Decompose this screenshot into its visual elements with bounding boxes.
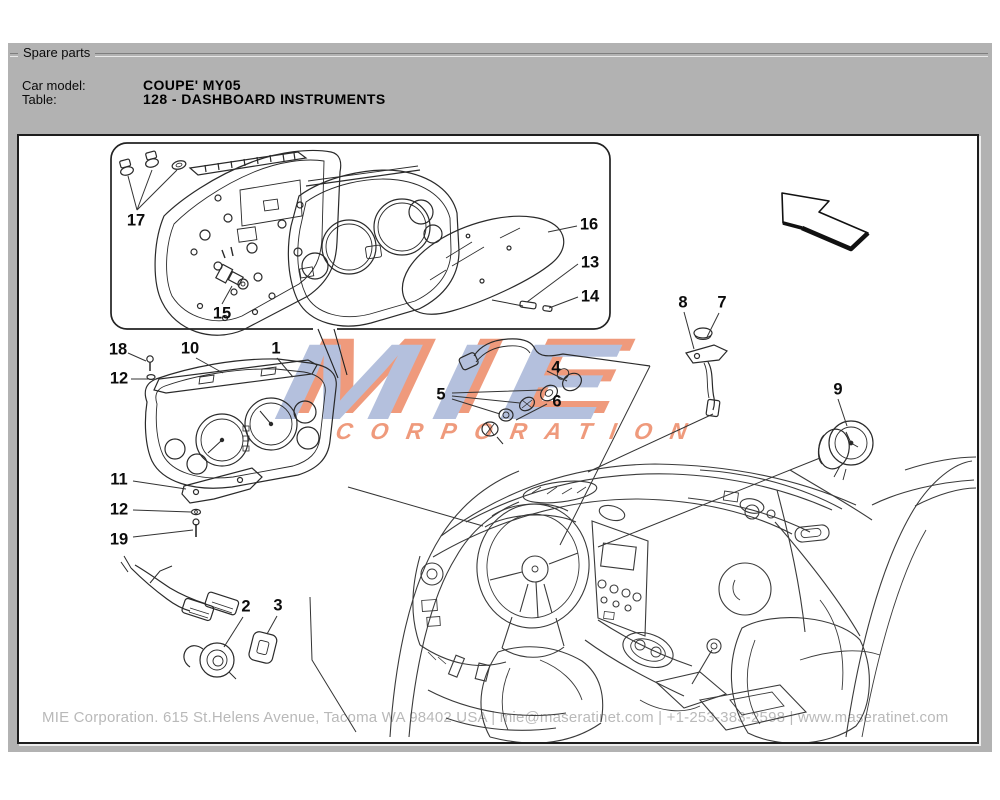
- part-number-2: 2: [241, 597, 251, 616]
- part-number-17: 17: [126, 211, 146, 230]
- footer-contact-text: MIE Corporation. 615 St.Helens Avenue, T…: [42, 709, 949, 726]
- part-number-10: 10: [180, 339, 200, 358]
- car-interior-drawing: [389, 456, 977, 742]
- part-number-13: 13: [580, 253, 600, 272]
- part-number-15: 15: [212, 304, 232, 323]
- exploded-parts-drawing: [110, 142, 977, 742]
- part-number-9: 9: [833, 380, 843, 399]
- leader-lines: [127, 169, 848, 733]
- part-number-3: 3: [273, 596, 283, 615]
- inset-box: [110, 142, 611, 379]
- part-number-6: 6: [552, 392, 562, 411]
- part-number-7: 7: [717, 293, 727, 312]
- diagram-layer: MIE CORPORATION MIE Corporation. 615 St.…: [19, 136, 977, 742]
- part-number-14: 14: [580, 287, 600, 306]
- wiring-parts-drawing: [120, 327, 874, 680]
- diagram-canvas: MIE CORPORATION MIE Corporation. 615 St.…: [17, 134, 979, 744]
- car-model-label: Car model:: [22, 78, 86, 93]
- part-number-8: 8: [678, 293, 688, 312]
- direction-arrow: [781, 192, 870, 252]
- cluster-exploded-drawing: [119, 149, 565, 336]
- part-number-4: 4: [551, 358, 561, 377]
- part-number-5: 5: [436, 385, 446, 404]
- cluster-assembly-drawing: [144, 355, 337, 537]
- part-number-12: 12: [109, 500, 129, 519]
- part-number-1: 1: [271, 339, 281, 358]
- car-model-value: COUPE' MY05: [143, 77, 241, 93]
- part-number-16: 16: [579, 215, 599, 234]
- groupbox-border: [10, 53, 988, 57]
- part-number-11: 11: [110, 470, 128, 489]
- table-value: 128 - DASHBOARD INSTRUMENTS: [143, 91, 386, 107]
- part-number-19: 19: [109, 530, 129, 549]
- part-number-18: 18: [108, 340, 128, 359]
- part-number-12: 12: [109, 369, 129, 388]
- groupbox-legend: Spare parts: [18, 45, 96, 60]
- table-label: Table:: [22, 92, 57, 107]
- spare-parts-panel: Spare parts Car model: COUPE' MY05 Table…: [8, 43, 992, 752]
